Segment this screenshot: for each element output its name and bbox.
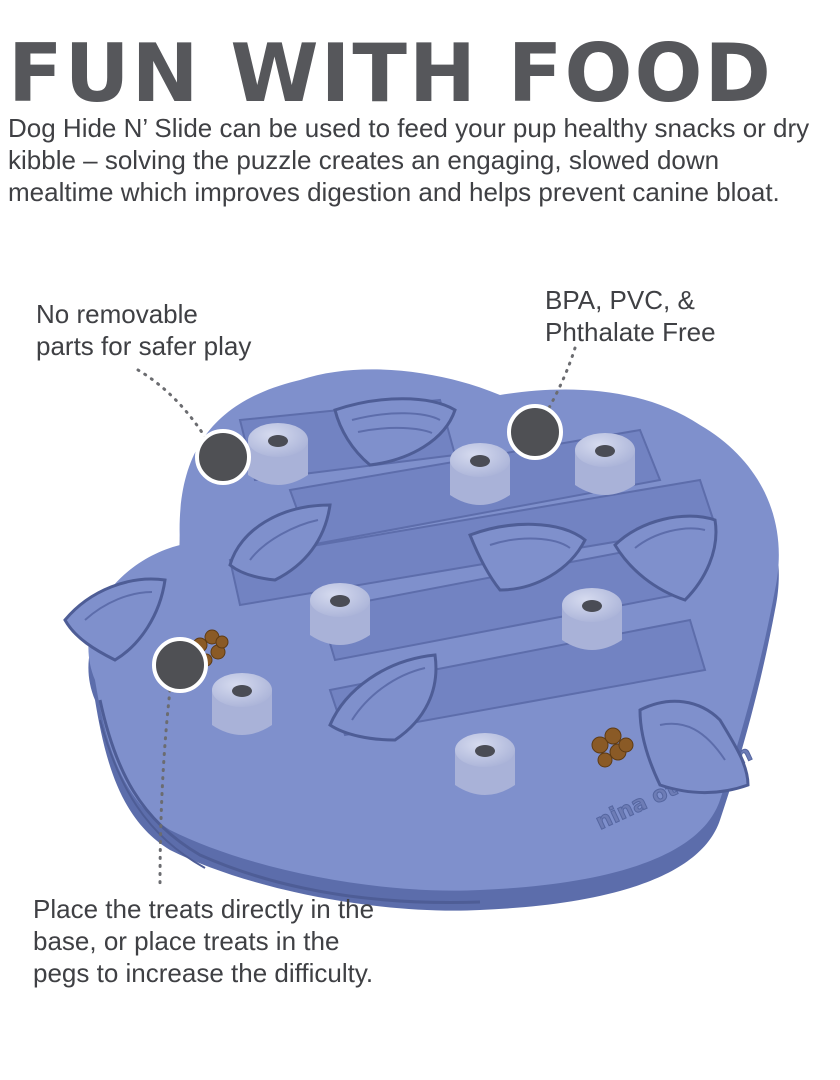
peg[interactable] <box>310 583 370 645</box>
callout-markers <box>152 404 563 693</box>
callout-treats: Place the treats directly in the base, o… <box>33 894 375 988</box>
peg[interactable] <box>575 433 635 495</box>
peg[interactable] <box>562 588 622 650</box>
marker-removable-parts <box>195 429 251 485</box>
peg[interactable] <box>455 733 515 795</box>
fin-right[interactable] <box>613 514 718 602</box>
marker-materials <box>507 404 563 460</box>
intro-paragraph: Dog Hide N’ Slide can be used to feed yo… <box>8 113 810 207</box>
marker-treats <box>152 637 208 693</box>
peg[interactable] <box>212 673 272 735</box>
headline: FUN WITH FOOD <box>8 27 773 120</box>
callout-removable-parts: No removable parts for safer play <box>36 299 252 361</box>
pegs[interactable] <box>212 423 635 795</box>
fin-lower[interactable] <box>328 653 438 742</box>
fin-left-edge[interactable] <box>63 577 167 662</box>
peg[interactable] <box>248 423 308 485</box>
peg[interactable] <box>450 443 510 505</box>
callout-materials: BPA, PVC, & Phthalate Free <box>545 285 716 347</box>
fin-ridges <box>84 412 726 761</box>
leader-removable-parts <box>136 368 212 447</box>
